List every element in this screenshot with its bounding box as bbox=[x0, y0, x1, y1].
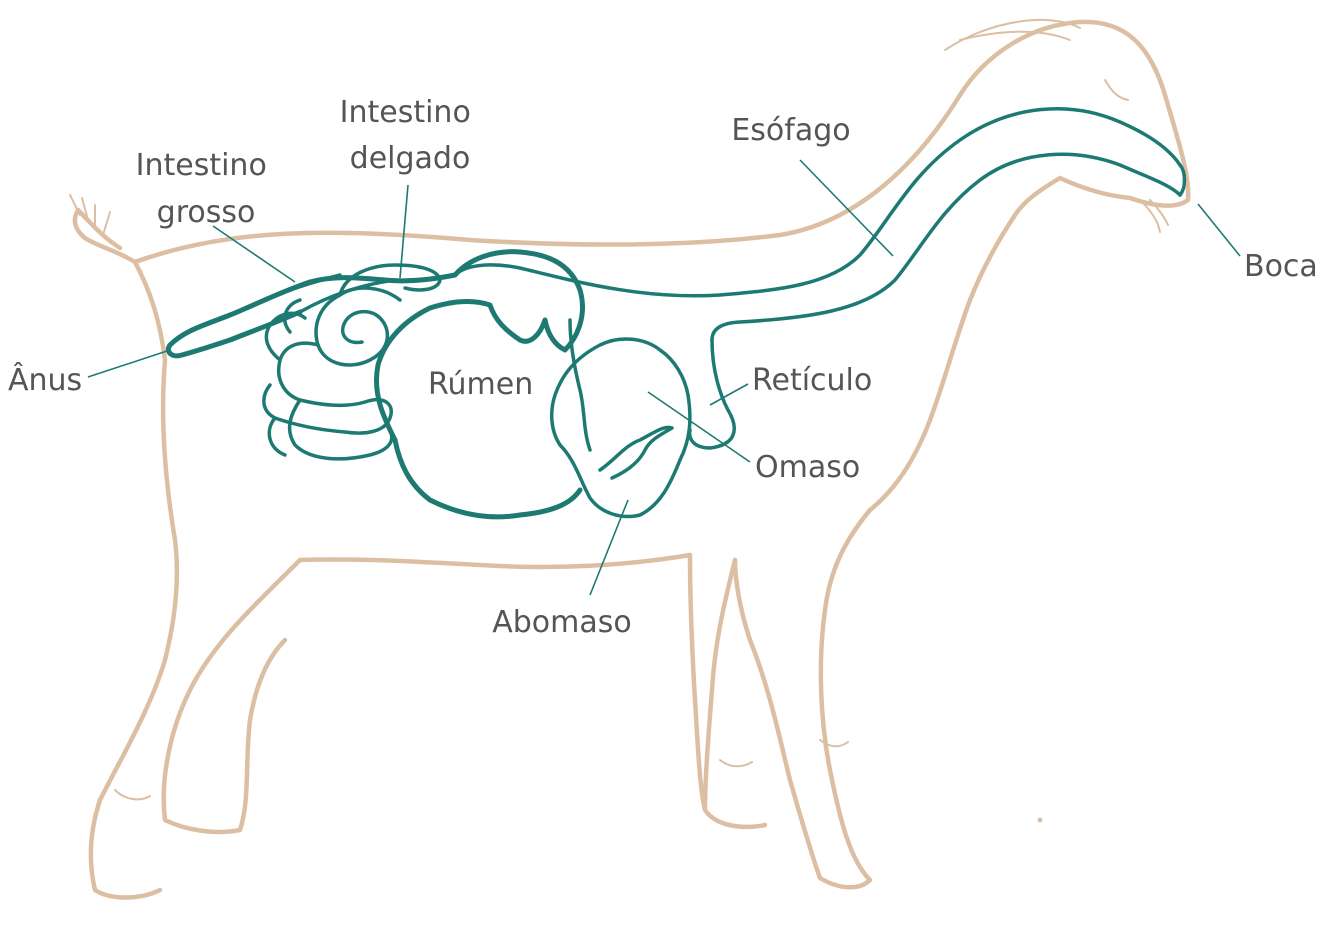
label-intestino-delgado-line2: delgado bbox=[350, 141, 471, 176]
label-boca: Boca bbox=[1244, 249, 1318, 284]
goat-belly bbox=[300, 555, 690, 567]
leader-reticulo bbox=[710, 384, 748, 405]
reticulum bbox=[690, 340, 735, 448]
goat-front-leg bbox=[735, 510, 870, 887]
goat-eye bbox=[1105, 80, 1128, 100]
esophagus-lower bbox=[712, 154, 1180, 340]
mouth-curve bbox=[1180, 165, 1185, 195]
digestive-tract bbox=[168, 109, 1184, 517]
label-reticulo: Retículo bbox=[752, 363, 872, 398]
label-rumen: Rúmen bbox=[428, 367, 533, 402]
label-esofago: Esófago bbox=[731, 113, 850, 148]
label-intestino-grosso-line2: grosso bbox=[157, 195, 256, 230]
leader-lines bbox=[88, 160, 1240, 595]
label-intestino-delgado-line1: Intestino bbox=[340, 95, 471, 130]
leader-boca bbox=[1198, 204, 1240, 256]
label-intestino-delgado: Intestino delgado bbox=[340, 95, 481, 176]
goat-throat bbox=[870, 178, 1060, 510]
goat-tail bbox=[75, 210, 135, 262]
leader-anus bbox=[88, 350, 170, 377]
goat-hind-leg bbox=[164, 560, 300, 832]
label-intestino-grosso-line1: Intestino bbox=[136, 148, 267, 183]
label-omaso: Omaso bbox=[755, 450, 860, 485]
large-intestine-loops bbox=[269, 300, 392, 459]
label-intestino-grosso: Intestino grosso bbox=[136, 148, 277, 230]
goat-front-leg-back bbox=[690, 555, 765, 827]
label-abomaso: Abomaso bbox=[492, 605, 632, 640]
leader-esofago bbox=[800, 160, 893, 256]
goat-knee-detail bbox=[115, 740, 848, 799]
goat-rump bbox=[135, 262, 165, 360]
goat-dot bbox=[1038, 818, 1043, 823]
small-intestine-loops bbox=[264, 313, 391, 433]
label-anus: Ânus bbox=[8, 362, 82, 398]
abomasum-fold bbox=[600, 427, 672, 478]
